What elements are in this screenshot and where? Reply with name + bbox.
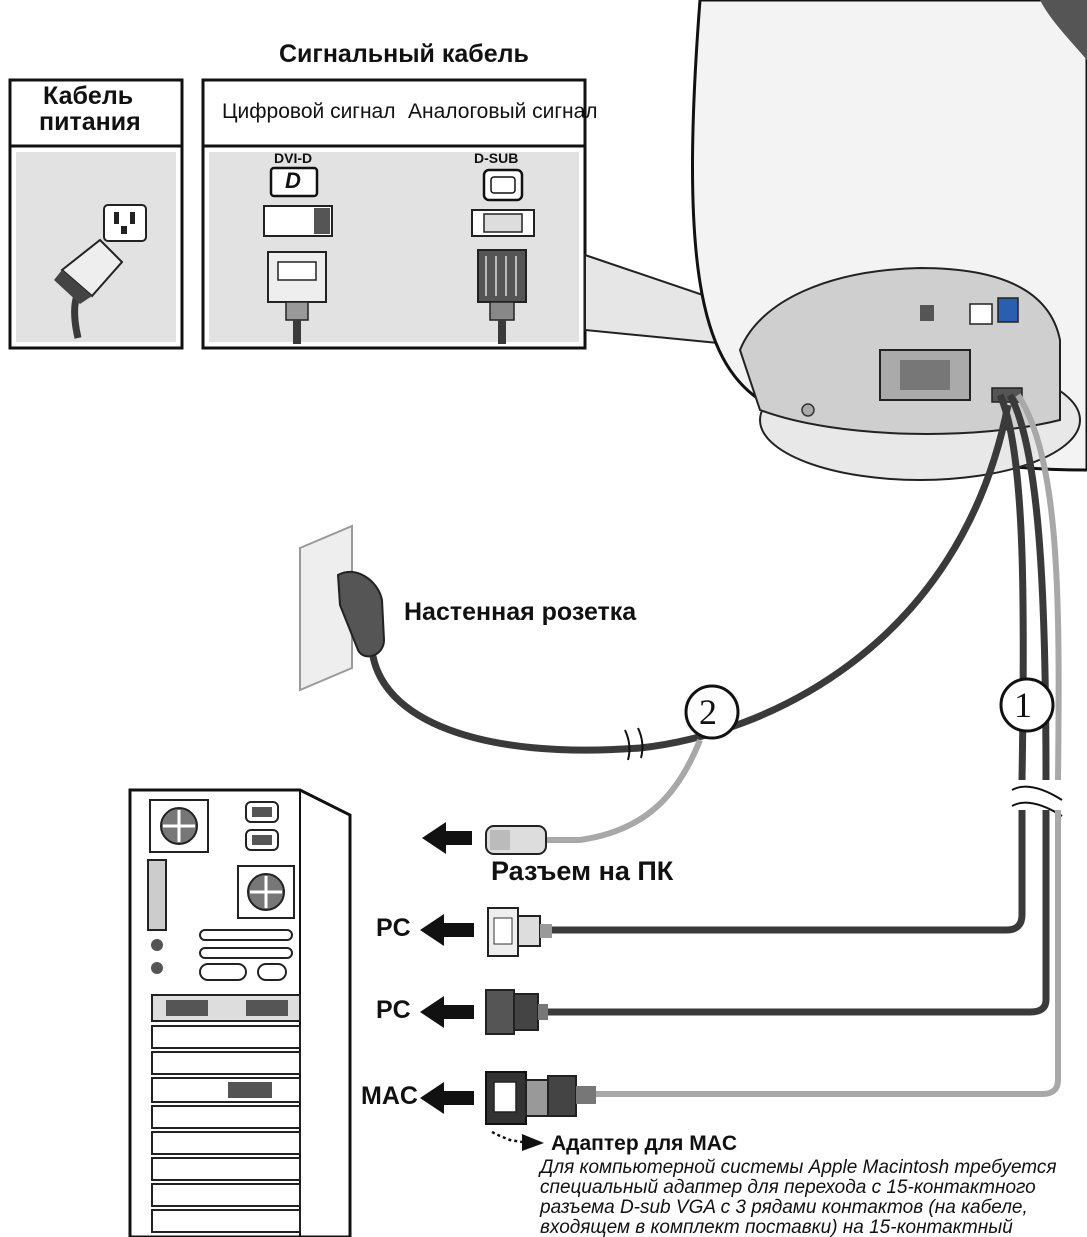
step-1-number: 1 xyxy=(1014,685,1032,725)
signal-cable-title: Сигнальный кабель xyxy=(279,40,529,68)
dvi-d-connector-icon xyxy=(267,251,327,344)
pc-label-1: PC xyxy=(376,914,411,942)
mac-adapter-note-line: Для компьютерной системы Apple Macintosh… xyxy=(540,1157,1057,1178)
mac-adapter-icon xyxy=(485,1071,596,1125)
power-cable-title-line2: питания xyxy=(39,108,141,136)
d-sub-port-icon xyxy=(471,168,535,237)
step-marker-2 xyxy=(684,684,740,740)
pc-tower xyxy=(128,788,352,1237)
wall-outlet-label: Настенная розетка xyxy=(404,598,637,626)
dvi-d-port-icon xyxy=(263,166,333,237)
d-sub-connector-plug-icon xyxy=(485,989,548,1035)
wall-outlet-icon xyxy=(299,524,386,692)
mac-label: MAC xyxy=(361,1082,418,1110)
mac-adapter-note-line: специальный адаптер для перехода с 15-ко… xyxy=(540,1177,1036,1198)
monitor xyxy=(691,0,1087,481)
step-marker-1 xyxy=(999,677,1055,733)
power-plug-icon xyxy=(54,238,124,339)
pc-connector-label: Разъем на ПК xyxy=(491,856,674,886)
step-2-number: 2 xyxy=(699,692,717,732)
power-cable-title-line1: Кабель xyxy=(43,82,134,110)
d-sub-label: D-SUB xyxy=(474,150,519,166)
pc-label-2: PC xyxy=(376,996,411,1024)
power-cable xyxy=(368,404,1012,843)
power-cable-panel xyxy=(8,78,184,350)
analog-signal-label: Аналоговый сигнал xyxy=(408,100,598,123)
mac-adapter-note: Для компьютерной системы Apple Macintosh… xyxy=(540,1158,1087,1237)
dvi-glyph: D xyxy=(285,168,301,193)
mac-adapter-note-line: входящем в комплект поставки) на 15-конт… xyxy=(540,1217,1013,1237)
mac-adapter-note-line: разъема D-sub VGA с 3 рядами контактов (… xyxy=(540,1197,1028,1218)
dvi-d-label: DVI-D xyxy=(274,150,313,166)
arrow-left-icon xyxy=(420,822,474,1114)
power-socket-icon xyxy=(103,204,147,242)
signal-cable-runs xyxy=(540,810,1061,1097)
signal-cable-panel xyxy=(201,78,587,350)
mac-adapter-title: Адаптер для MAC xyxy=(551,1132,738,1155)
pc-power-connector-icon xyxy=(485,825,547,855)
mac-adapter-pointer-icon xyxy=(491,1130,544,1151)
dvi-connector-plug-icon xyxy=(487,907,552,957)
digital-signal-label: Цифровой сигнал xyxy=(222,100,396,123)
d-sub-connector-icon xyxy=(477,249,527,344)
